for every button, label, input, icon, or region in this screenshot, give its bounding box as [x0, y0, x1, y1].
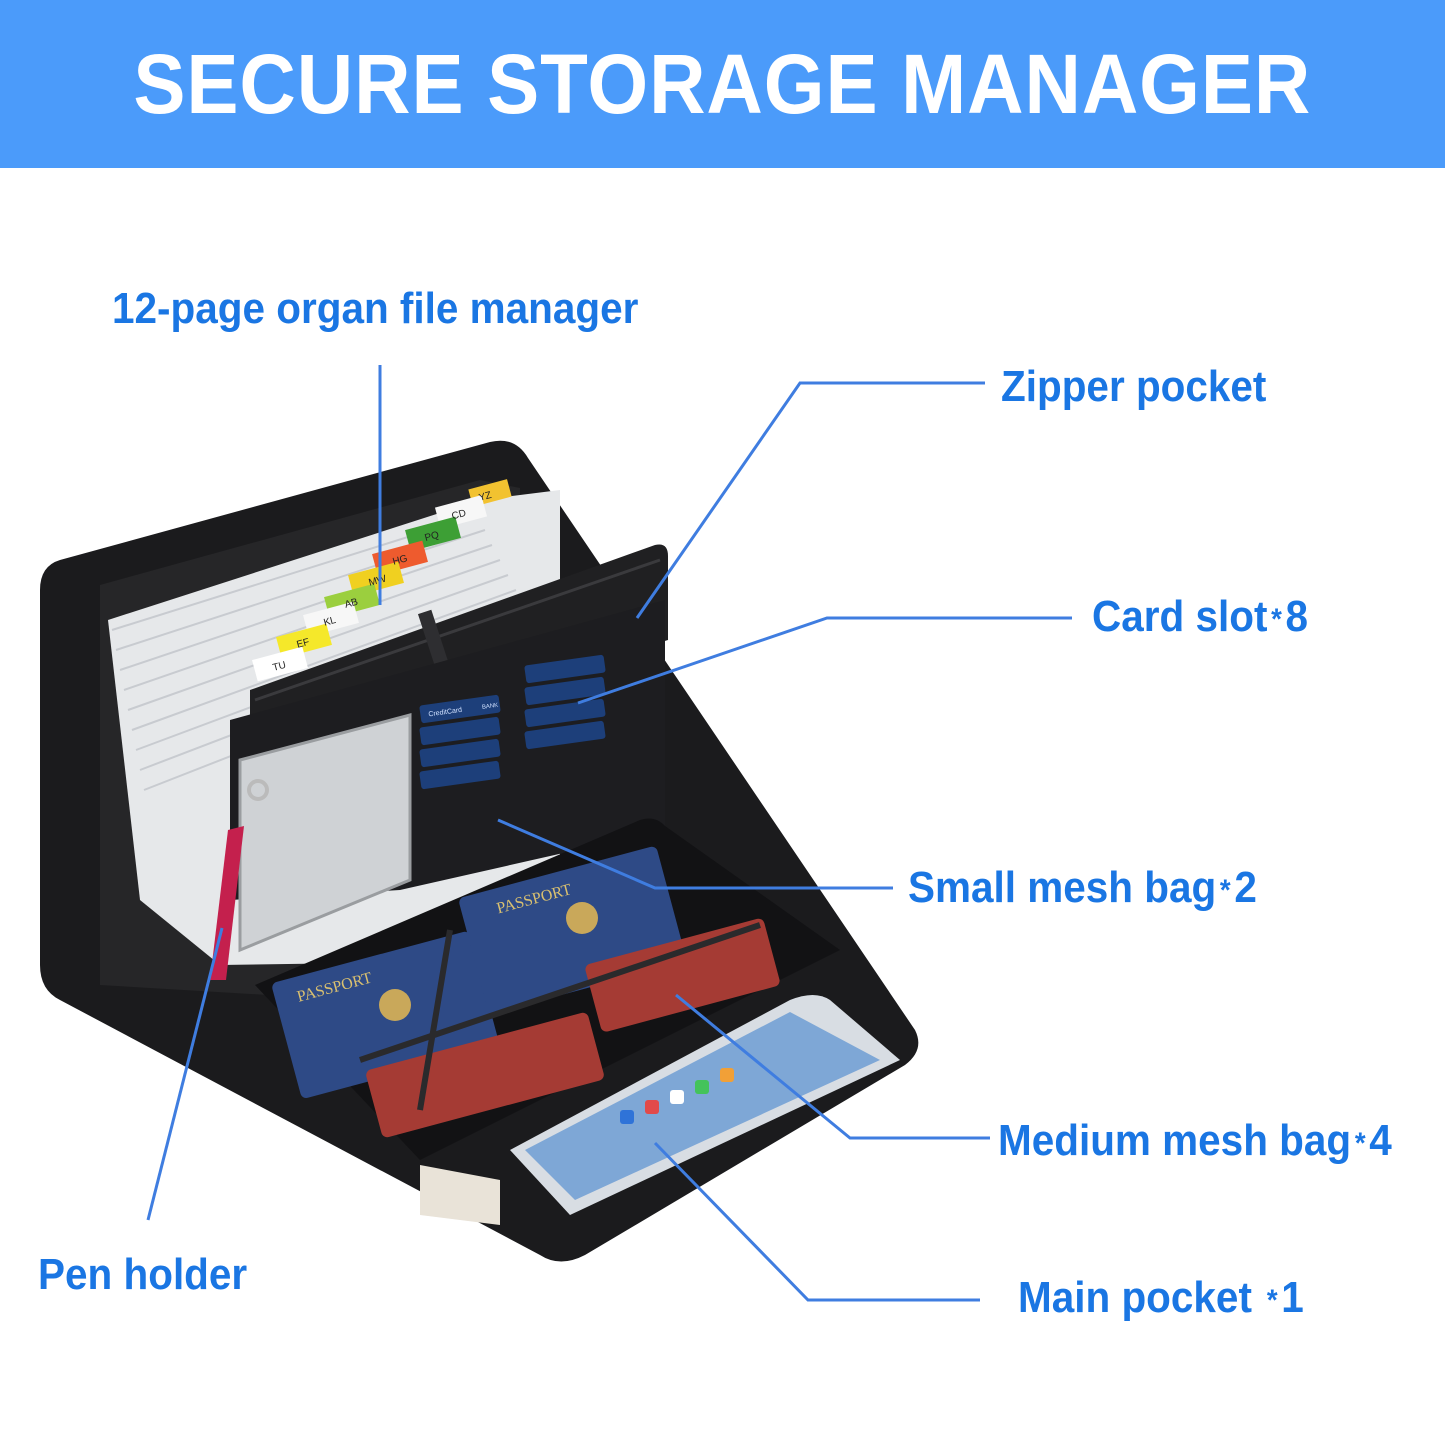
leader-line-small-mesh	[497, 818, 893, 890]
count-separator: *	[1219, 874, 1231, 907]
bottom-pocket-items	[420, 1165, 500, 1225]
callout-label: Card slot	[1092, 592, 1268, 641]
callout-label: Pen holder	[38, 1250, 248, 1299]
callout-leader-lines	[146, 365, 1072, 1302]
callout-label: Zipper pocket	[1001, 362, 1267, 411]
medium-mesh-bag-panel: PASSPORT PASSPORT	[255, 818, 840, 1160]
tab-label: PQ	[424, 530, 441, 544]
tablet	[510, 995, 900, 1215]
banner-title: SECURE STORAGE MANAGER	[133, 37, 1312, 131]
title-banner: SECURE STORAGE MANAGER	[0, 0, 1445, 168]
tab-label: CD	[451, 508, 468, 522]
callout-label: Small mesh bag	[908, 863, 1217, 912]
small-mesh-bag	[238, 713, 412, 953]
callout-medium-mesh-bag: Medium mesh bag*4	[998, 1119, 1392, 1163]
leader-line-medium-mesh	[675, 993, 990, 1140]
card-bank-text: BANK	[482, 703, 499, 711]
callout-label: 12-page organ file manager	[112, 284, 639, 333]
callout-count: 1	[1281, 1273, 1304, 1322]
callout-count: 8	[1285, 592, 1309, 641]
leader-line-card-slot	[577, 616, 1072, 705]
card-brand-text: CreditCard	[428, 707, 463, 719]
count-separator: *	[1271, 603, 1282, 636]
callout-zipper-pocket: Zipper pocket	[1001, 365, 1266, 409]
callout-pen-holder: Pen holder	[38, 1253, 247, 1297]
tab-label: YZ	[478, 490, 493, 504]
tab-label: EF	[295, 637, 310, 651]
callout-main-pocket: Main pocket *1	[1018, 1276, 1304, 1320]
callout-file-manager: 12-page organ file manager	[112, 287, 638, 331]
callout-count: 4	[1369, 1116, 1392, 1165]
count-separator: *	[1266, 1284, 1278, 1317]
tab-label: TU	[271, 660, 287, 674]
leader-line-pen-holder	[146, 927, 224, 1221]
tab-label: KL	[322, 615, 337, 629]
tab-label: HG	[391, 553, 409, 568]
callout-small-mesh-bag: Small mesh bag*2	[908, 866, 1257, 910]
index-tabs: YZ CD PQ HG MW AB KL EF TU	[252, 479, 512, 682]
tab-label: MW	[367, 573, 388, 588]
callout-count: 2	[1234, 863, 1257, 912]
callout-label: Medium mesh bag	[998, 1116, 1352, 1165]
count-separator: *	[1354, 1127, 1366, 1160]
callout-label: Main pocket	[1018, 1273, 1264, 1322]
leader-line-zipper-pocket	[635, 381, 985, 619]
leader-line-main-pocket	[653, 1141, 980, 1302]
callout-card-slot: Card slot*8	[1092, 595, 1308, 639]
tab-label: AB	[343, 597, 359, 611]
